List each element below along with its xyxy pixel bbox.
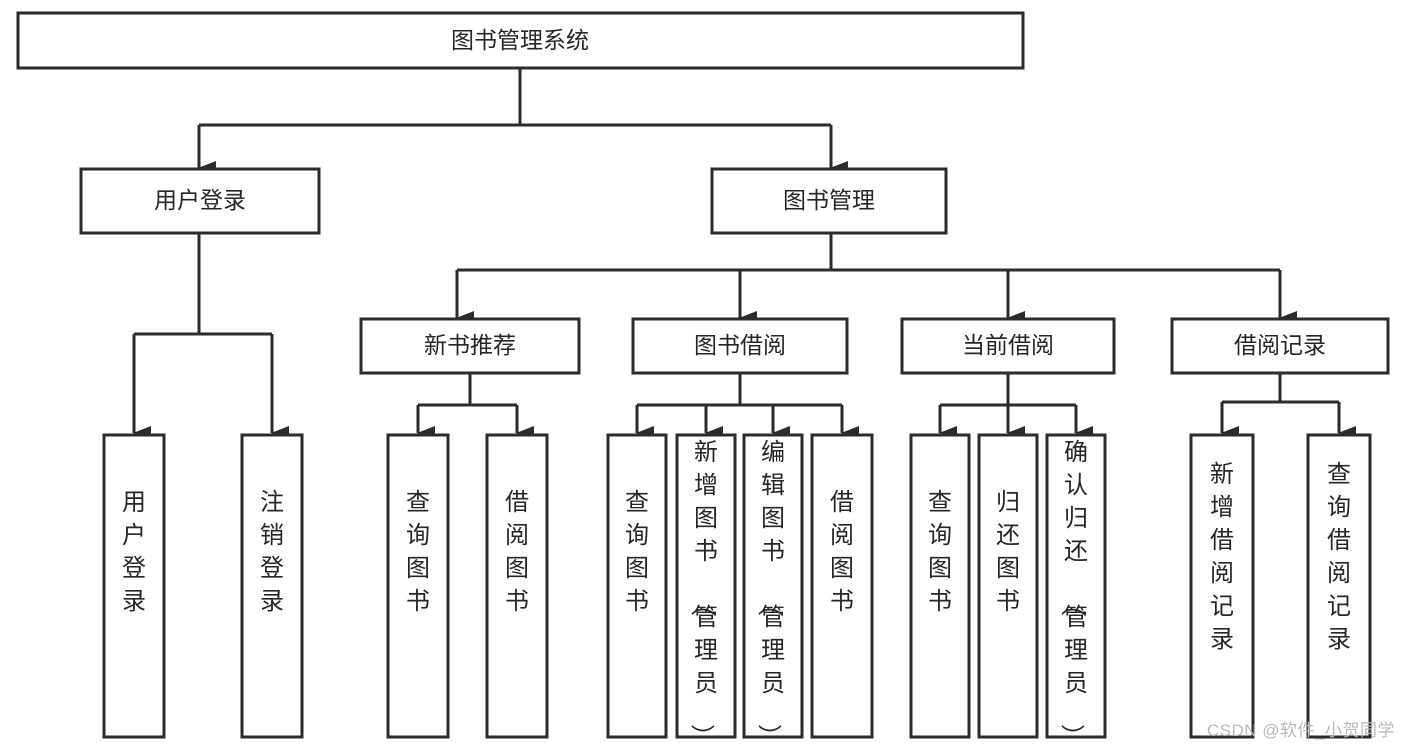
node-leaf-logout[interactable]: 注销登录: [240, 433, 304, 739]
node-box: [977, 433, 1039, 739]
node-box: [240, 433, 304, 739]
node-label: 借阅图书: [830, 489, 854, 615]
node-label: 用户登录: [154, 187, 246, 213]
node-leaf-user-login[interactable]: 用户登录: [102, 433, 166, 739]
connectors: [132, 68, 1356, 440]
node-box: [675, 433, 737, 739]
node-label: 用户登录: [122, 489, 146, 615]
node-label: 当前借阅: [962, 332, 1054, 358]
node-leaf-return-book[interactable]: 归还图书: [977, 433, 1039, 739]
node-label: 查询借阅记录: [1327, 461, 1351, 653]
node-box: [485, 433, 549, 739]
node-leaf-borrow-book-2[interactable]: 借阅图书: [810, 433, 874, 739]
node-box: [1189, 433, 1255, 739]
node-label: 图书管理系统: [451, 27, 589, 53]
node-box: [900, 317, 1116, 375]
node-leaf-query-book-3[interactable]: 查询图书: [909, 433, 971, 739]
node-label: 新增借阅记录: [1210, 461, 1234, 653]
csdn-watermark: CSDN @软件_小贺同学: [1206, 721, 1395, 740]
node-label: 注销登录: [260, 489, 284, 615]
node-box: [359, 317, 581, 375]
node-box: [606, 433, 668, 739]
node-label: 查询图书: [625, 489, 649, 615]
node-box: [710, 167, 948, 235]
node-label: 确认归还（管理员）: [1058, 439, 1088, 747]
node-label: 新增图书（管理员）: [688, 439, 718, 747]
node-current-borrow[interactable]: 当前借阅: [900, 317, 1116, 375]
node-leaf-query-book-1[interactable]: 查询图书: [386, 433, 450, 739]
node-label: 归还图书: [996, 489, 1020, 615]
node-user-login[interactable]: 用户登录: [79, 167, 321, 235]
node-label: 查询图书: [928, 489, 952, 615]
node-book-management[interactable]: 图书管理: [710, 167, 948, 235]
node-box: [79, 167, 321, 235]
node-leaf-edit-book[interactable]: 编辑图书（管理员）: [742, 433, 804, 747]
node-label: 借阅记录: [1234, 332, 1326, 358]
node-leaf-add-book[interactable]: 新增图书（管理员）: [675, 433, 737, 747]
node-book-management-system[interactable]: 图书管理系统: [16, 11, 1025, 70]
node-box: [16, 11, 1025, 70]
node-label: 新书推荐: [424, 332, 516, 358]
node-box: [1170, 317, 1390, 375]
node-label: 借阅图书: [505, 489, 529, 615]
node-label: 图书借阅: [694, 332, 786, 358]
node-book-borrow[interactable]: 图书借阅: [631, 317, 849, 375]
node-new-book-recommend[interactable]: 新书推荐: [359, 317, 581, 375]
node-borrow-record[interactable]: 借阅记录: [1170, 317, 1390, 375]
node-box: [810, 433, 874, 739]
node-box: [631, 317, 849, 375]
node-box: [1306, 433, 1372, 739]
node-box: [909, 433, 971, 739]
node-box: [1045, 433, 1107, 739]
node-leaf-query-book-2[interactable]: 查询图书: [606, 433, 668, 739]
node-leaf-query-record[interactable]: 查询借阅记录: [1306, 433, 1372, 739]
node-label: 查询图书: [406, 489, 430, 615]
node-leaf-add-record[interactable]: 新增借阅记录: [1189, 433, 1255, 739]
node-box: [102, 433, 166, 739]
node-label: 编辑图书（管理员）: [755, 439, 785, 747]
node-label: 图书管理: [783, 187, 875, 213]
node-box: [386, 433, 450, 739]
node-box: [742, 433, 804, 739]
node-leaf-borrow-book-1[interactable]: 借阅图书: [485, 433, 549, 739]
node-leaf-confirm-return[interactable]: 确认归还（管理员）: [1045, 433, 1107, 747]
